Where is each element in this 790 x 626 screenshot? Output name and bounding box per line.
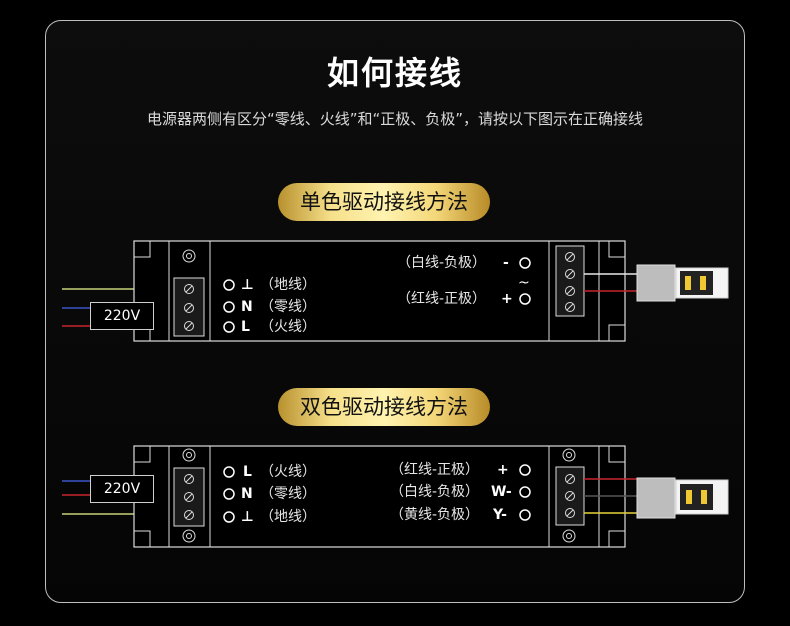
dual-pos-symbol: + bbox=[497, 462, 509, 478]
dual-w-symbol: W- bbox=[491, 484, 512, 500]
page-subtitle: 电源器两侧有区分“零线、火线”和“正极、负极”，请按以下图示在正确接线 bbox=[146, 110, 644, 128]
dual-screw-hole-bottom bbox=[182, 529, 196, 543]
single-pos-label: （红线-正极） bbox=[397, 291, 487, 307]
dual-live-label: （火线） bbox=[260, 464, 316, 480]
single-pos-symbol: + bbox=[501, 291, 513, 307]
single-corner-br bbox=[608, 324, 626, 342]
dual-neutral-symbol: N bbox=[241, 486, 253, 502]
single-neg-symbol: - bbox=[503, 255, 509, 271]
dual-color-heading: 双色驱动接线方法 bbox=[278, 388, 490, 426]
dual-ground-label: （地线） bbox=[260, 509, 316, 525]
single-voltage-box: 220V bbox=[90, 302, 154, 330]
dual-w-label: （白线-负极） bbox=[390, 484, 480, 500]
single-connector bbox=[636, 264, 676, 302]
dual-driver-body bbox=[133, 445, 626, 548]
dual-live-symbol: L bbox=[243, 464, 252, 480]
dual-ground-symbol: ⊥ bbox=[241, 509, 254, 525]
single-neutral-label: （零线） bbox=[260, 299, 316, 315]
single-ground-label: （地线） bbox=[260, 277, 316, 293]
dual-y-label: （黄线-负极） bbox=[390, 507, 480, 523]
single-screw-hole bbox=[182, 249, 196, 263]
single-corner-tr bbox=[608, 240, 626, 258]
dual-y-symbol: Y- bbox=[493, 507, 507, 523]
dual-connector bbox=[636, 477, 676, 519]
page-title: 如何接线 bbox=[326, 54, 463, 92]
dual-screw-hole-top bbox=[182, 448, 196, 462]
dual-driver bbox=[62, 445, 729, 548]
single-neg-label: （白线-负极） bbox=[397, 255, 487, 271]
single-ground-symbol: ⊥ bbox=[241, 277, 254, 293]
single-neutral-symbol: N bbox=[241, 299, 253, 315]
single-color-heading: 单色驱动接线方法 bbox=[278, 183, 490, 221]
dual-pos-label: （红线-正极） bbox=[390, 462, 480, 478]
dual-voltage-box: 220V bbox=[90, 475, 154, 503]
single-live-label: （火线） bbox=[260, 319, 316, 335]
single-driver-body bbox=[133, 240, 626, 342]
dual-neutral-label: （零线） bbox=[260, 486, 316, 502]
single-corner-tl bbox=[133, 240, 151, 258]
single-driver bbox=[62, 240, 729, 342]
single-input-terminal bbox=[173, 277, 205, 337]
single-ac-symbol: ~ bbox=[518, 275, 530, 291]
single-live-symbol: L bbox=[241, 319, 250, 335]
